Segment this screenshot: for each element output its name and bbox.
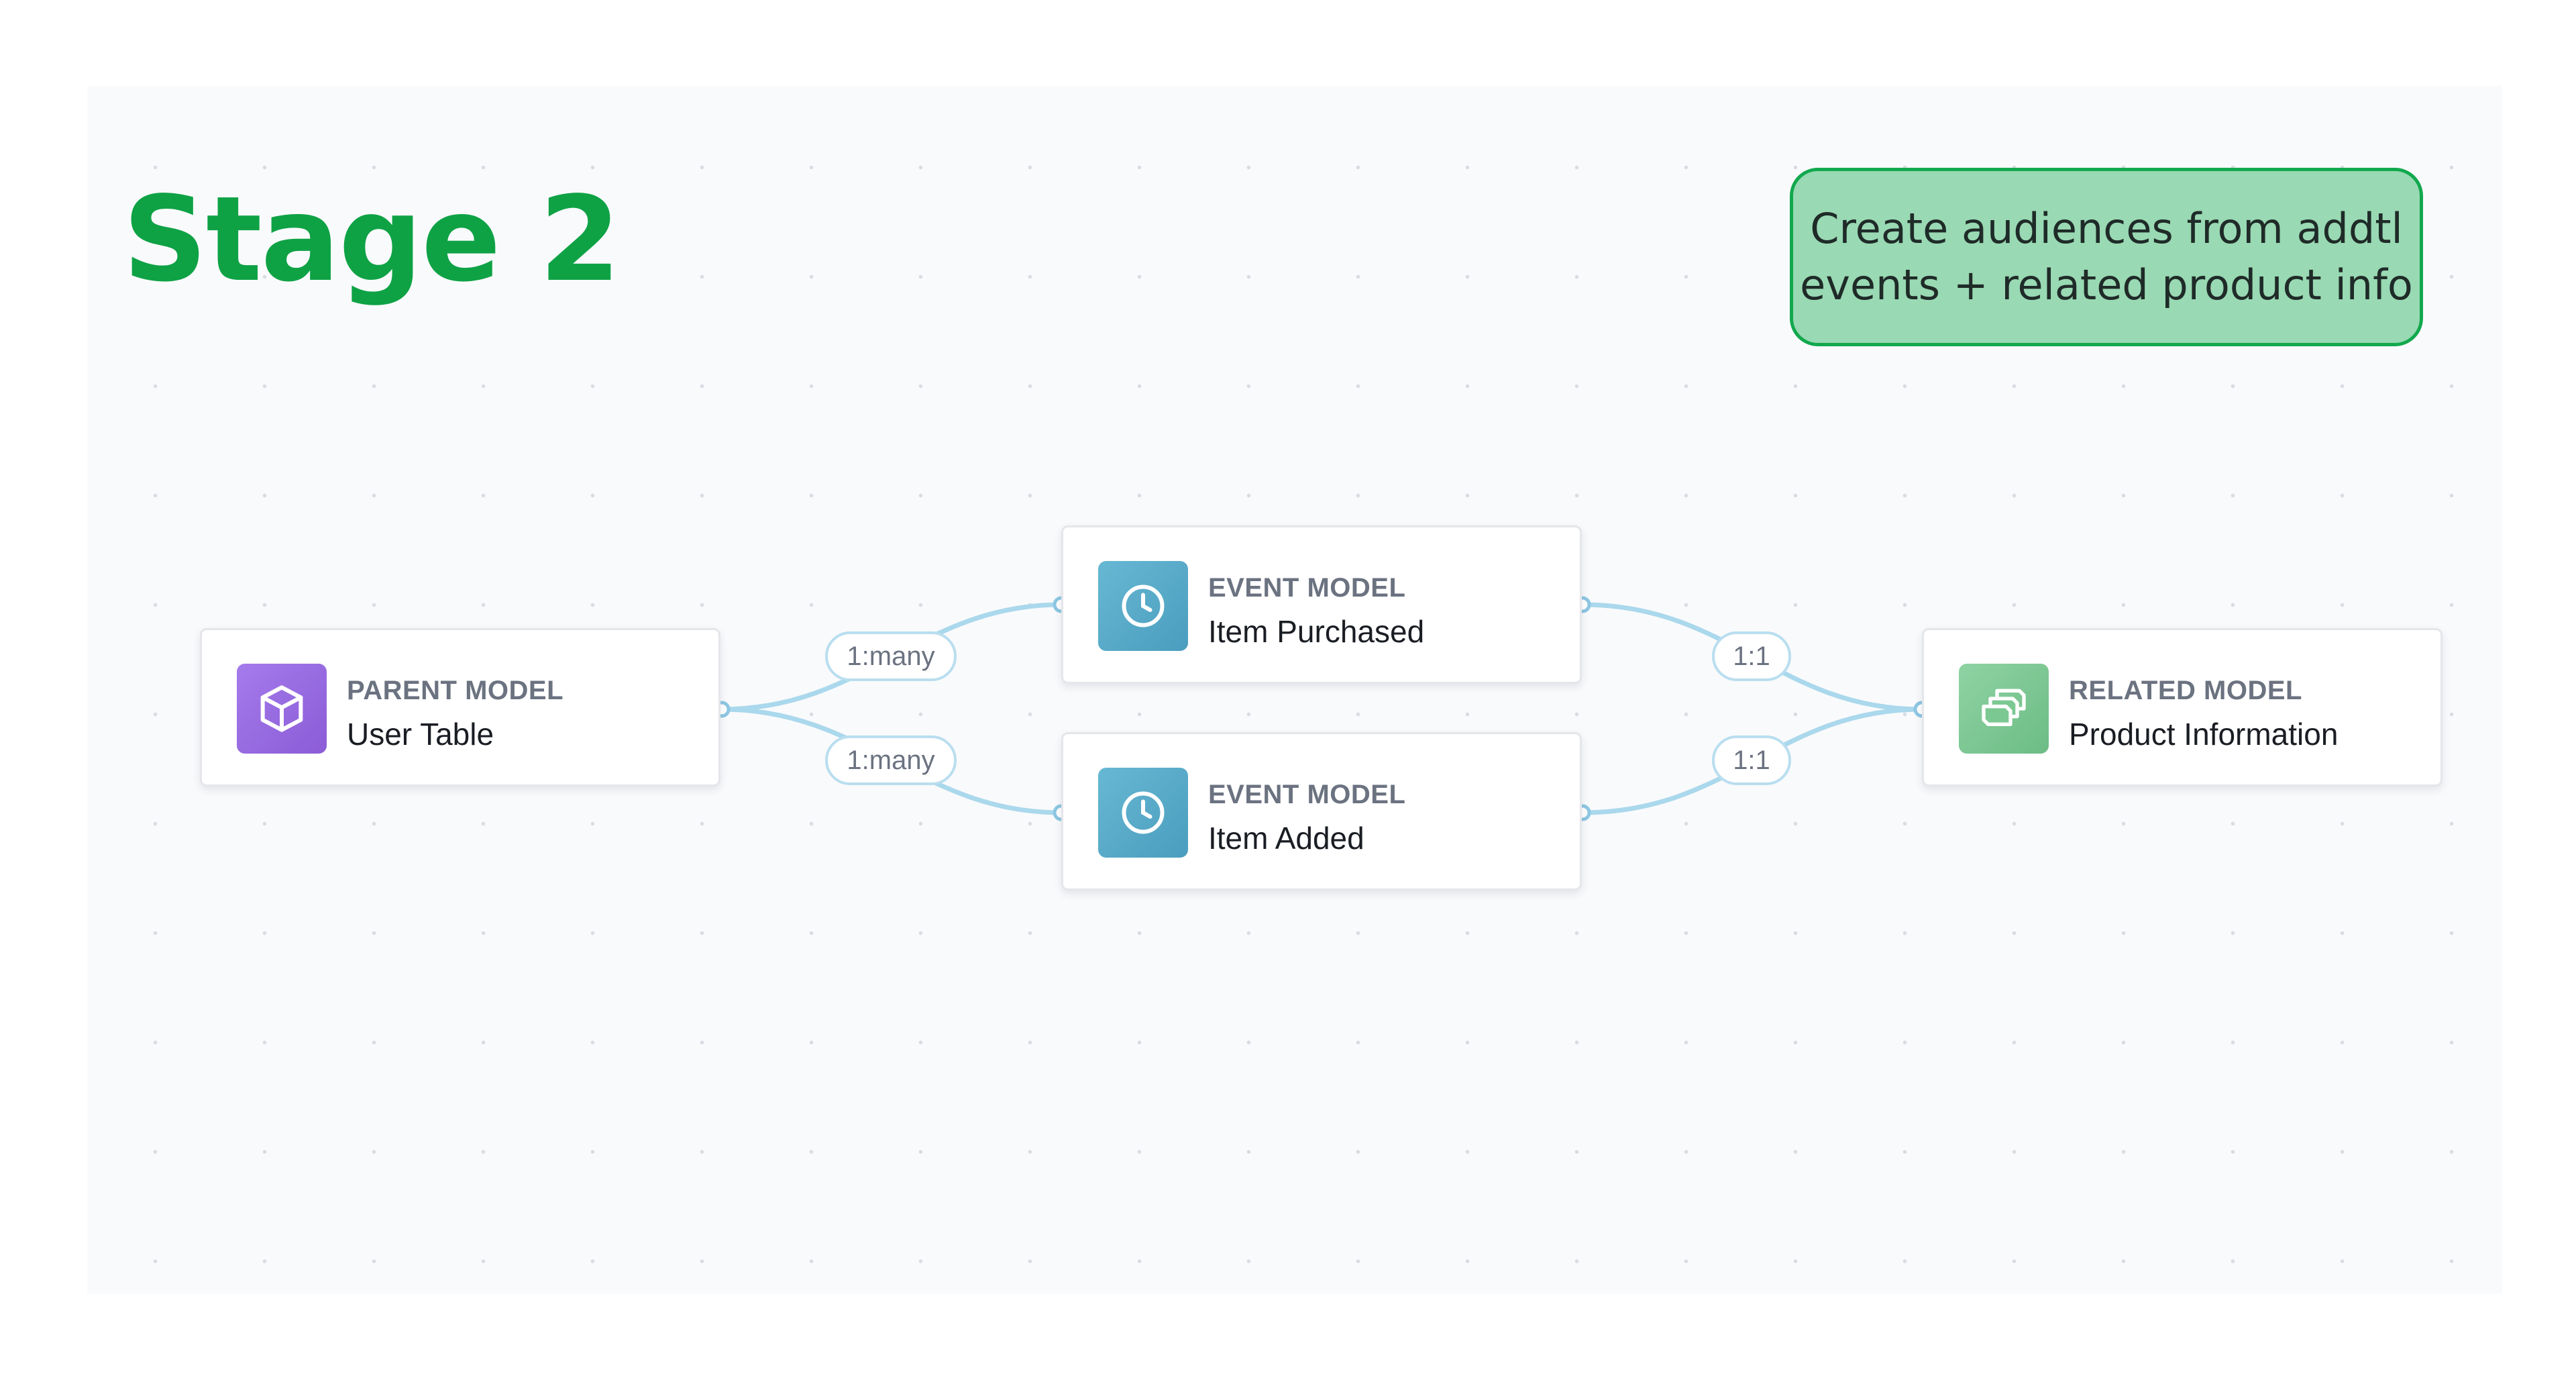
node-kind-label: PARENT MODEL [347, 676, 564, 705]
node-name-label: Product Information [2069, 717, 2339, 752]
clock-icon [1098, 768, 1188, 858]
edge-label-added-product[interactable]: 1:1 [1712, 735, 1791, 785]
cube-icon [237, 664, 327, 754]
clock-icon [1098, 561, 1188, 651]
edge-label-user-purchased[interactable]: 1:many [825, 631, 957, 681]
node-kind-label: EVENT MODEL [1208, 573, 1406, 603]
node-name-label: Item Added [1208, 821, 1364, 856]
stacked-layers-icon [1959, 664, 2049, 754]
node-item-added[interactable]: EVENT MODEL Item Added [1061, 732, 1582, 891]
callout-line-2: events + related product info [1800, 260, 2413, 309]
node-name-label: User Table [347, 717, 494, 752]
node-name-label: Item Purchased [1208, 614, 1425, 649]
node-product-information[interactable]: RELATED MODEL Product Information [1922, 628, 2443, 786]
node-item-purchased[interactable]: EVENT MODEL Item Purchased [1061, 525, 1582, 684]
node-kind-label: RELATED MODEL [2069, 676, 2302, 705]
edge-label-user-added[interactable]: 1:many [825, 735, 957, 785]
stage-title: Stage 2 [123, 172, 621, 308]
node-user-table[interactable]: PARENT MODEL User Table [200, 628, 720, 786]
callout-note: Create audiences from addtl events + rel… [1790, 168, 2423, 346]
node-kind-label: EVENT MODEL [1208, 780, 1406, 809]
callout-line-1: Create audiences from addtl [1810, 204, 2403, 253]
edge-label-purchased-product[interactable]: 1:1 [1712, 631, 1791, 681]
